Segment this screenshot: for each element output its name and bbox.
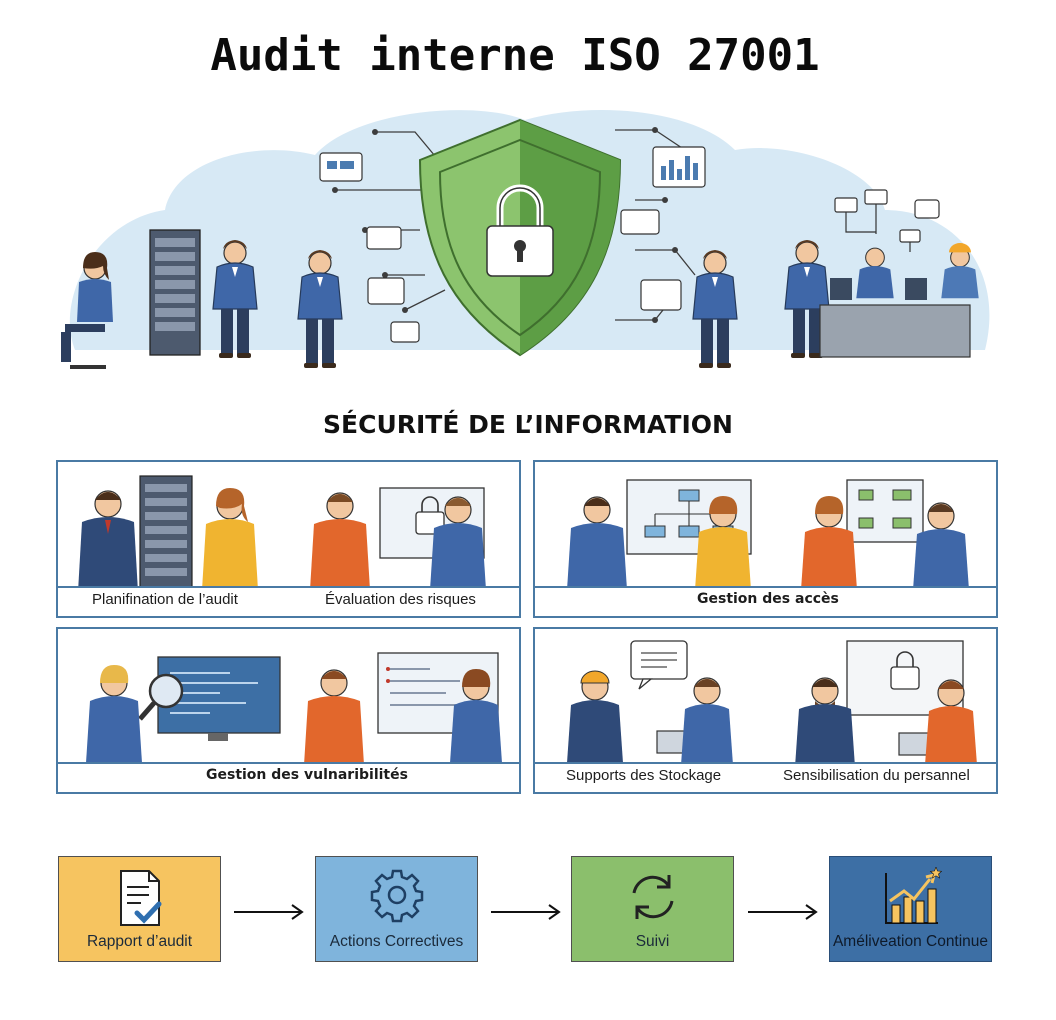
step-follow-up: Suivi bbox=[571, 856, 734, 962]
gear-icon bbox=[370, 869, 423, 923]
lock-icon bbox=[486, 184, 554, 277]
page-title: Audit interne ISO 27001 bbox=[210, 30, 820, 81]
panel-access-management: Gestion des accès bbox=[533, 460, 998, 618]
panel-caption-bar: Gestion des accès bbox=[535, 586, 996, 616]
caption-risk-assessment: Évaluation des risques bbox=[325, 591, 476, 608]
step-corrective-actions: Actions Correctives bbox=[315, 856, 478, 962]
flow-arrow bbox=[234, 904, 304, 920]
panel-illustration bbox=[78, 475, 486, 590]
step-audit-report: Rapport d’audit bbox=[58, 856, 221, 962]
caption-access-management: Gestion des accès bbox=[697, 591, 839, 607]
step-label: Améliveation Continue bbox=[832, 933, 989, 950]
caption-audit-planning: Planifination de l’audit bbox=[92, 591, 238, 608]
panel-storage-awareness: Supports des Stockage Sensibilisation du… bbox=[533, 627, 998, 794]
step-label: Rapport d’audit bbox=[86, 933, 193, 950]
panel-illustration bbox=[86, 652, 502, 765]
hero-illustration bbox=[61, 110, 990, 369]
server-rack bbox=[149, 229, 201, 356]
caption-vulnerability-management: Gestion des vulnaribilités bbox=[206, 767, 408, 783]
step-label: Actions Correctives bbox=[329, 933, 464, 950]
panel-audit-planning: Planifination de l’audit Évaluation des … bbox=[56, 460, 521, 618]
growth-chart-icon bbox=[884, 867, 942, 924]
caption-staff-awareness: Sensibilisation du persannel bbox=[783, 767, 970, 784]
step-continuous-improvement: Améliveation Continue bbox=[829, 856, 992, 962]
panel-caption-bar: Planifination de l’audit Évaluation des … bbox=[58, 586, 519, 616]
flow-arrow bbox=[491, 904, 561, 920]
caption-storage-media: Supports des Stockage bbox=[566, 767, 722, 784]
report-check-icon bbox=[119, 870, 161, 926]
flow-arrow bbox=[748, 904, 818, 920]
panel-illustration bbox=[567, 640, 977, 765]
step-label: Suivi bbox=[635, 933, 670, 950]
panel-caption-bar: Supports des Stockage Sensibilisation du… bbox=[535, 762, 996, 792]
panel-vulnerability-management: Gestion des vulnaribilités bbox=[56, 627, 521, 794]
panel-illustration bbox=[567, 479, 969, 590]
panel-caption-bar: Gestion des vulnaribilités bbox=[58, 762, 519, 792]
section-subtitle: SÉCURITÉ DE L’INFORMATION bbox=[323, 410, 733, 439]
refresh-cycle-icon bbox=[632, 875, 673, 919]
